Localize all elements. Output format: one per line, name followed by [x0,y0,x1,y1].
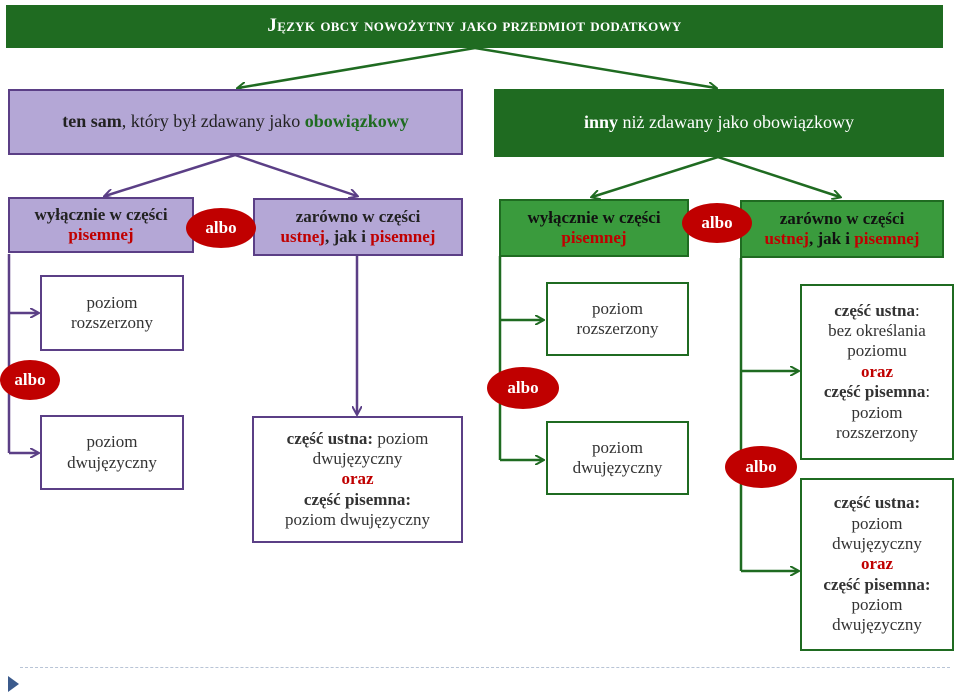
left-branch-header: ten sam, który był zdawany jako obowiązk… [8,89,463,155]
right-sub-oral-and-written: zarówno w części ustnej, jak i pisemnej [740,200,944,258]
right-sub-written-only: wyłącznie w części pisemnej [499,199,689,257]
left-leaf-bilingual: poziom dwujęzyczny [40,415,184,490]
slide-bullet-icon [8,676,19,692]
right-leaf-bilingual: poziom dwujęzyczny [546,421,689,495]
right-albo-side-badge: albo [487,367,559,409]
left-header-part1: ten sam [62,111,122,132]
left-albo-top-badge: albo [186,208,256,248]
diagram-title: Język obcy nowożytny jako przedmiot doda… [6,5,943,48]
right-albo-right-badge: albo [725,446,797,488]
left-sub-oral-and-written: zarówno w części ustnej, jak i pisemnej [253,198,463,256]
footer-divider [20,667,950,668]
right-albo-top-badge: albo [682,203,752,243]
left-leaf-extended: poziom rozszerzony [40,275,184,351]
right-header-part1: inny [584,112,619,133]
right-leaf-extended: poziom rozszerzony [546,282,689,356]
left-leaf-oral-written-bilingual: część ustna: poziom dwujęzyczny oraz czę… [252,416,463,543]
right-branch-header: inny niż zdawany jako obowiązkowy [494,89,944,157]
left-header-part3: obowiązkowy [304,111,409,132]
right-leaf-oral-written-bilingual: część ustna: poziom dwujęzyczny oraz czę… [800,478,954,651]
left-albo-side-badge: albo [0,360,60,400]
left-header-part2: , który był zdawany jako [121,111,305,132]
right-header-part2: niż zdawany jako obowiązkowy [618,112,854,133]
left-sub-written-only: wyłącznie w części pisemnej [8,197,194,253]
right-leaf-oral-unspecified: część ustna: bez określania poziomu oraz… [800,284,954,460]
